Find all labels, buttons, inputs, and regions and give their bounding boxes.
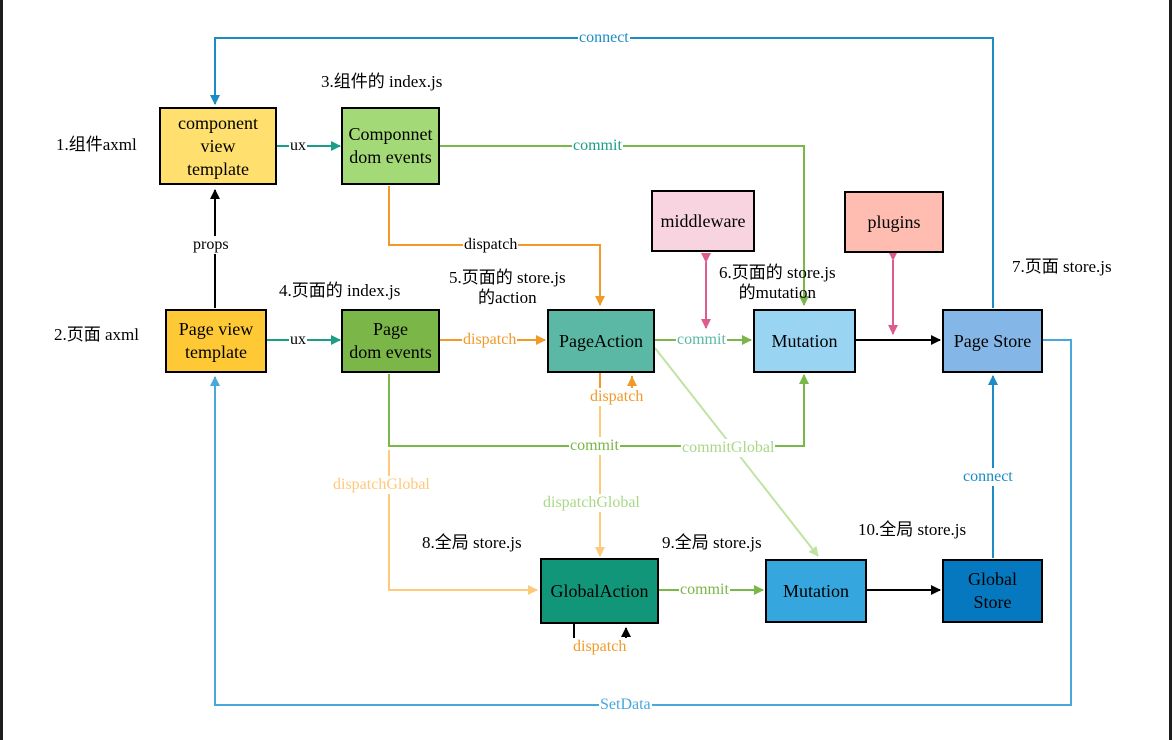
edge-label-commit-page: commit xyxy=(676,331,727,349)
page-dom-events-node: Page dom events xyxy=(341,309,440,373)
label-page-index: 4.页面的 index.js xyxy=(279,281,401,300)
edge-label-commit-mid: commit xyxy=(569,437,620,455)
diagram-canvas: component view template Componnet dom ev… xyxy=(3,0,1169,740)
label-page-store-action: 5.页面的 store.js 的action xyxy=(449,268,566,307)
page-view-template-node: Page view template xyxy=(165,309,267,373)
edge-label-props: props xyxy=(192,236,230,254)
component-view-template-node: component view template xyxy=(159,107,277,185)
edge-commit-top xyxy=(439,145,809,306)
edge-label-connect-top: connect xyxy=(578,29,630,47)
edge-label-connect-global: connect xyxy=(962,468,1014,486)
edge-label-commit-top: commit xyxy=(572,137,623,155)
edge-label-dispatch-self: dispatch xyxy=(589,388,645,406)
label-global-store-10: 10.全局 store.js xyxy=(858,520,967,539)
label-page-store-mutation: 6.页面的 store.js 的mutation xyxy=(719,263,836,302)
edge-label-commit-global: commit xyxy=(679,581,730,599)
edge-label-ux-top: ux xyxy=(289,137,307,155)
edge-setdata xyxy=(210,339,1072,706)
edge-label-dispatch-global-mid: dispatchGlobal xyxy=(542,494,641,512)
mutation-page-node: Mutation xyxy=(753,309,856,373)
plugins-node: plugins xyxy=(844,191,944,253)
edge-label-commit-global-mid: commitGlobal xyxy=(681,439,776,457)
label-component-axml: 1.组件axml xyxy=(56,135,137,154)
label-global-store-9: 9.全局 store.js xyxy=(662,533,762,552)
label-page-axml: 2.页面 axml xyxy=(54,325,139,344)
label-global-store-8: 8.全局 store.js xyxy=(422,533,522,552)
global-action-node: GlobalAction xyxy=(540,558,659,624)
edge-commit-mid xyxy=(388,374,809,447)
edge-label-dispatch-page: dispatch xyxy=(462,331,518,349)
edge-dispatch-global-left xyxy=(388,450,538,595)
edge-label-ux-bottom: ux xyxy=(289,331,307,349)
edge-label-dispatch-global-left: dispatchGlobal xyxy=(332,476,431,494)
page-store-node: Page Store xyxy=(942,309,1043,373)
componnet-dom-events-node: Componnet dom events xyxy=(341,107,440,185)
edge-label-dispatch-bottom: dispatch xyxy=(572,638,628,656)
label-page-store: 7.页面 store.js xyxy=(1012,257,1112,276)
global-store-node: Global Store xyxy=(942,559,1043,623)
label-component-index: 3.组件的 index.js xyxy=(321,72,443,91)
edge-label-setdata: SetData xyxy=(599,696,652,714)
page-action-node: PageAction xyxy=(547,309,655,373)
middleware-node: middleware xyxy=(651,190,755,252)
edge-label-dispatch-comp: dispatch xyxy=(463,236,519,254)
mutation-global-node: Mutation xyxy=(765,559,867,623)
